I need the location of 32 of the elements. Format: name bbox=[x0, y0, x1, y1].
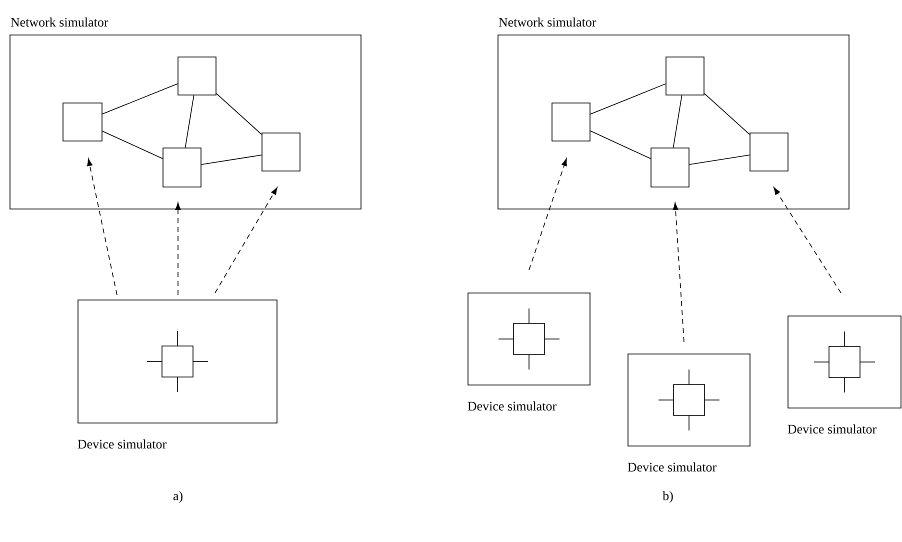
link-line bbox=[704, 93, 750, 135]
box-heading: Device simulator bbox=[78, 439, 166, 449]
dashed-arrow bbox=[528, 158, 567, 270]
link-line bbox=[216, 93, 262, 135]
link-line bbox=[590, 130, 651, 159]
node-square bbox=[650, 148, 690, 188]
dashed-arrow bbox=[214, 187, 278, 294]
box-heading: Device simulator bbox=[788, 424, 876, 434]
node-square bbox=[178, 56, 216, 96]
box-heading: Device simulator bbox=[468, 401, 556, 411]
dashed-arrow bbox=[87, 158, 118, 296]
node-square bbox=[666, 56, 704, 96]
dashed-arrow bbox=[175, 202, 181, 296]
node-square bbox=[62, 102, 102, 142]
dashed-arrow bbox=[672, 202, 684, 342]
box-heading: Network simulator bbox=[10, 17, 108, 27]
link-line bbox=[201, 154, 262, 165]
link-line bbox=[102, 83, 178, 114]
link-line bbox=[590, 83, 666, 115]
node-square bbox=[262, 132, 300, 172]
node-square bbox=[552, 102, 590, 142]
dashed-arrow bbox=[774, 187, 842, 294]
panel-label: a) bbox=[173, 491, 182, 503]
node-square bbox=[162, 148, 202, 188]
link-line bbox=[672, 95, 682, 148]
link-line bbox=[102, 130, 163, 160]
panel-label: b) bbox=[662, 491, 673, 503]
box-heading: Network simulator bbox=[498, 17, 596, 27]
node-square bbox=[750, 132, 788, 172]
link-line bbox=[689, 154, 750, 165]
box-heading: Device simulator bbox=[628, 462, 716, 472]
link-line bbox=[184, 95, 194, 148]
